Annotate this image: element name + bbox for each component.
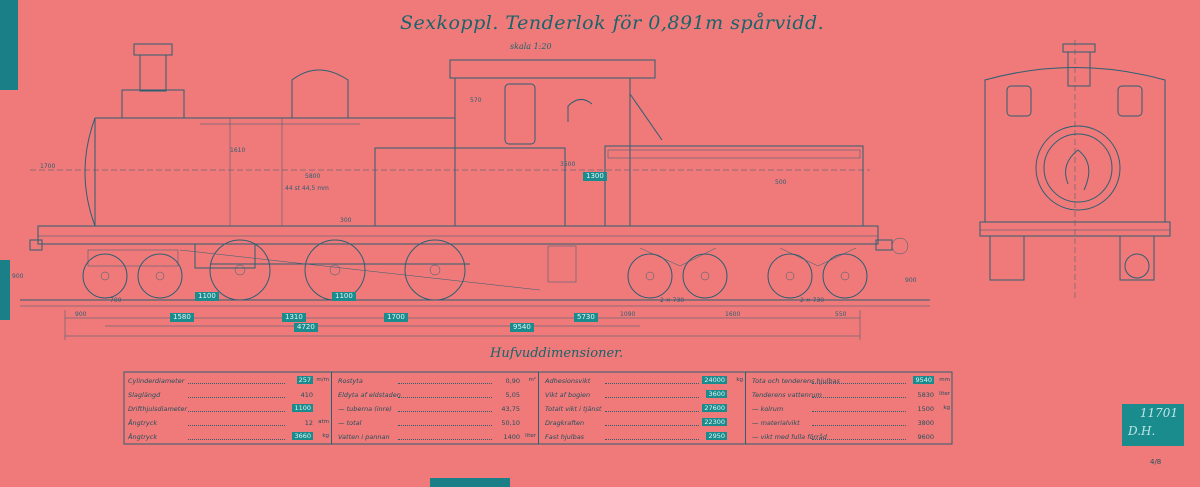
dim-highlight: 1300 <box>583 172 607 181</box>
dim-text: 900 <box>75 311 87 318</box>
dim-highlight: 9540 <box>510 323 534 332</box>
archive-stamp: 11701 D.H. <box>1122 404 1184 446</box>
drawing-title: Sexkoppl. Tenderlok för 0,891m spårvidd. <box>400 12 825 34</box>
left-edge-damage <box>0 0 18 90</box>
dim-text: 550 <box>835 311 847 318</box>
dim-text: 500 <box>775 179 787 186</box>
dim-text: 900 <box>905 277 917 284</box>
bottom-edge-damage <box>430 478 510 487</box>
dim-text: 5800 <box>305 173 320 180</box>
dim-text: 1610 <box>230 147 245 154</box>
dim-text: 3500 <box>560 161 575 168</box>
table-heading: Hufvuddimensioner. <box>490 346 624 361</box>
dim-text: 2 × 730 <box>800 297 824 304</box>
table-divider <box>331 372 332 444</box>
dim-text: 44 st 44,5 mm <box>285 185 329 192</box>
sheet-number: 4/8 <box>1150 458 1162 466</box>
dim-text: 1090 <box>620 311 635 318</box>
side-elevation: 570 5800 3500 44 st 44,5 mm 300 500 900 … <box>12 43 930 340</box>
dim-text: 700 <box>110 297 122 304</box>
dim-highlight: 1700 <box>384 313 408 322</box>
dim-text: 300 <box>340 217 352 224</box>
table-divider <box>745 372 746 444</box>
dim-highlight: 1310 <box>282 313 306 322</box>
signature: D.H. <box>1128 424 1156 438</box>
dim-text: 570 <box>470 97 482 104</box>
dim-text: 900 <box>12 273 24 280</box>
dim-highlight: 1100 <box>195 292 219 301</box>
dim-highlight: 5730 <box>574 313 598 322</box>
archive-number: 11701 <box>1139 406 1178 420</box>
spec-row: — tuberna (inre)43,75 <box>338 405 520 413</box>
left-edge-damage-lower <box>0 260 10 320</box>
dim-highlight: 1580 <box>170 313 194 322</box>
dim-text: 1700 <box>40 163 55 170</box>
front-view <box>979 40 1171 300</box>
dim-text: 2 × 730 <box>660 297 684 304</box>
dim-text: 1600 <box>725 311 740 318</box>
scale-note: skala 1:20 <box>510 42 552 51</box>
dim-highlight: 4720 <box>294 323 318 332</box>
dim-highlight: 1100 <box>332 292 356 301</box>
table-divider <box>538 372 539 444</box>
